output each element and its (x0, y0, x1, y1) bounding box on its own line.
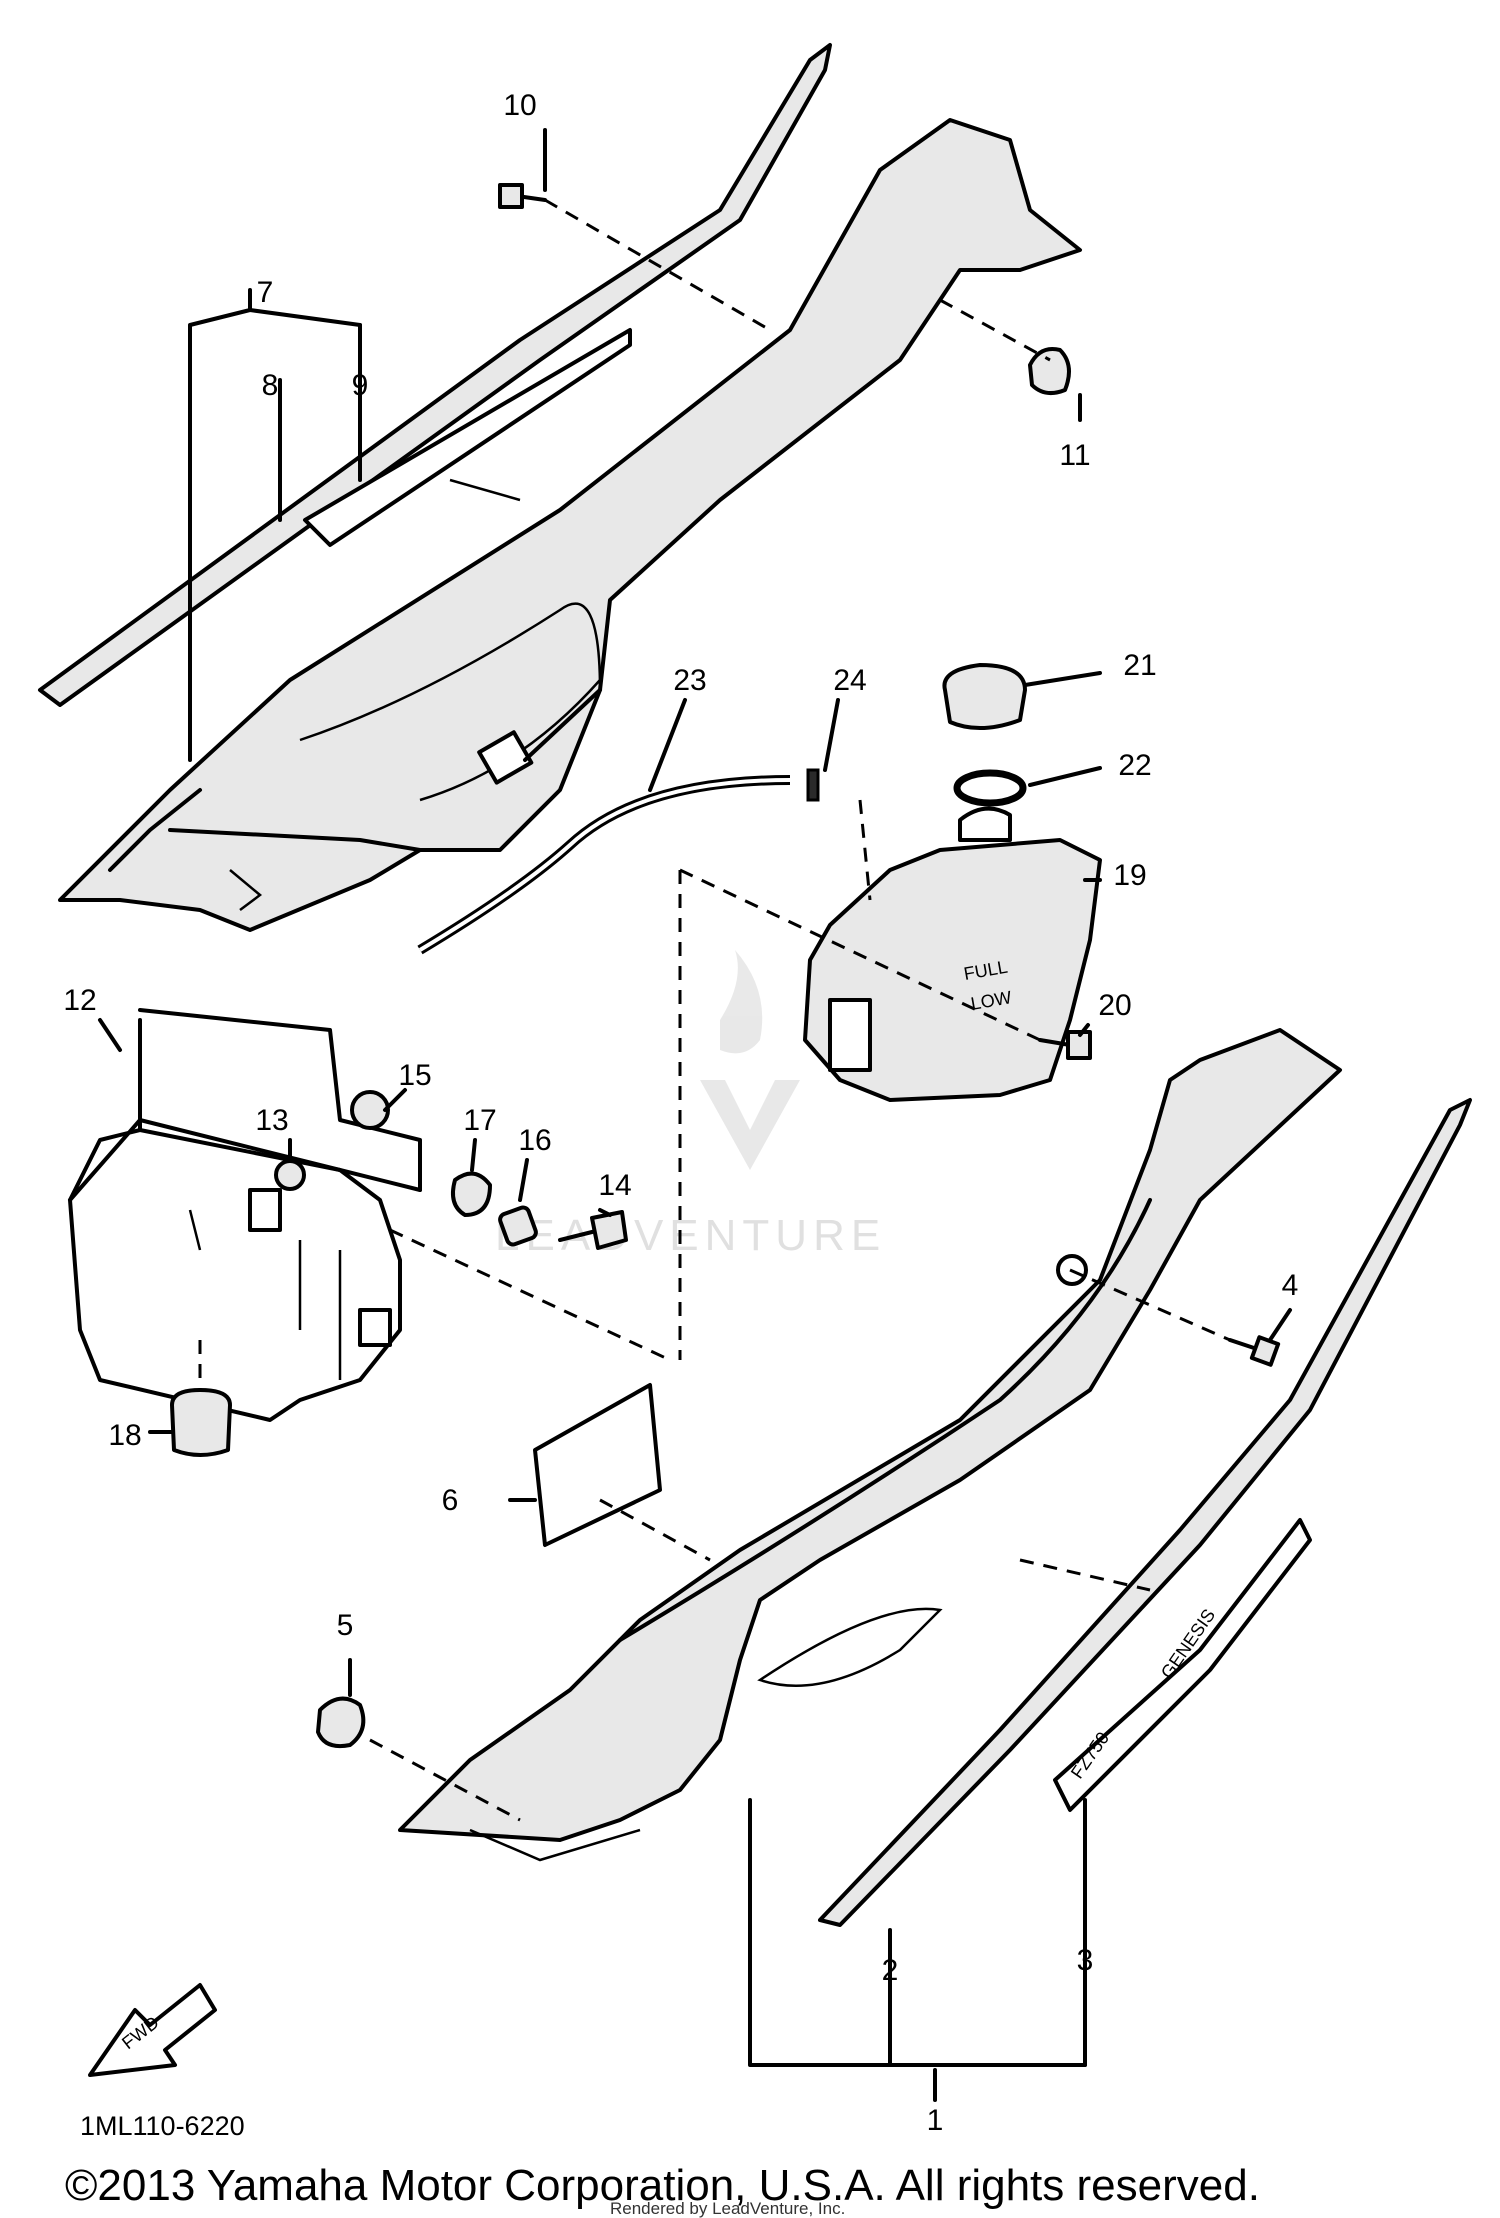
rendered-by: Rendered by LeadVenture, Inc. (610, 2199, 845, 2218)
grommet-13 (274, 1159, 306, 1191)
watermark: LEADVENTURE (495, 950, 886, 1260)
callout-20: 20 (1098, 989, 1131, 1022)
copyright-notice: ©2013 Yamaha Motor Corporation, U.S.A. A… (65, 2161, 1260, 2210)
callout-5: 5 (337, 1609, 354, 1642)
decal (533, 1383, 662, 1547)
assembly-dashed-lines (198, 198, 1231, 1822)
leader-lines (98, 128, 1292, 2102)
callout-9: 9 (352, 369, 369, 402)
callout-14: 14 (598, 1169, 631, 1202)
callout-3: 3 (1077, 1944, 1094, 1977)
callout-8: 8 (262, 369, 279, 402)
reservoir-tank: FULL LOW (803, 806, 1102, 1102)
callout-16: 16 (518, 1124, 551, 1157)
bolt-14 (558, 1210, 628, 1250)
grommet-5 (316, 1696, 366, 1749)
grommet-11 (1028, 347, 1071, 396)
callout-24: 24 (833, 664, 866, 697)
upper-emblem (303, 328, 632, 547)
callout-10: 10 (503, 89, 536, 122)
callout-1: 1 (927, 2104, 944, 2137)
right-side-cover (398, 1028, 1342, 1862)
callout-2: 2 (882, 1954, 899, 1987)
callout-6: 6 (442, 1484, 459, 1517)
callout-19: 19 (1113, 859, 1146, 892)
callout-12: 12 (63, 984, 96, 1017)
callout-7: 7 (257, 276, 274, 309)
diagram-code: 1ML110-6220 (80, 2111, 245, 2141)
callout-22: 22 (1118, 749, 1151, 782)
watermark-text: LEADVENTURE (495, 1211, 886, 1260)
callout-4: 4 (1282, 1269, 1299, 1302)
callout-18: 18 (108, 1419, 141, 1452)
callout-13: 13 (255, 1104, 288, 1137)
grommet-17 (451, 1171, 492, 1217)
hose-clip (806, 768, 820, 802)
forward-arrow-icon: FWD (88, 1983, 217, 2077)
bolt-10 (498, 183, 547, 209)
collar-16 (498, 1205, 538, 1247)
left-side-cover (58, 118, 1082, 932)
lower-stripe (818, 1098, 1472, 1927)
tank-cap (942, 663, 1027, 731)
cap-gasket (953, 769, 1027, 807)
callout-21: 21 (1123, 649, 1156, 682)
callout-11: 11 (1059, 439, 1090, 472)
bolt-20 (1038, 1030, 1092, 1060)
grommet-15 (350, 1090, 390, 1130)
battery-box (68, 1008, 422, 1422)
battery-rubber-18 (170, 1388, 232, 1457)
callouts: 1 2 3 4 5 6 7 8 9 10 11 12 13 14 15 16 1… (63, 89, 1298, 2137)
callout-23: 23 (673, 664, 706, 697)
upper-stripe (38, 43, 832, 707)
callout-15: 15 (398, 1059, 431, 1092)
callout-17: 17 (463, 1104, 496, 1137)
